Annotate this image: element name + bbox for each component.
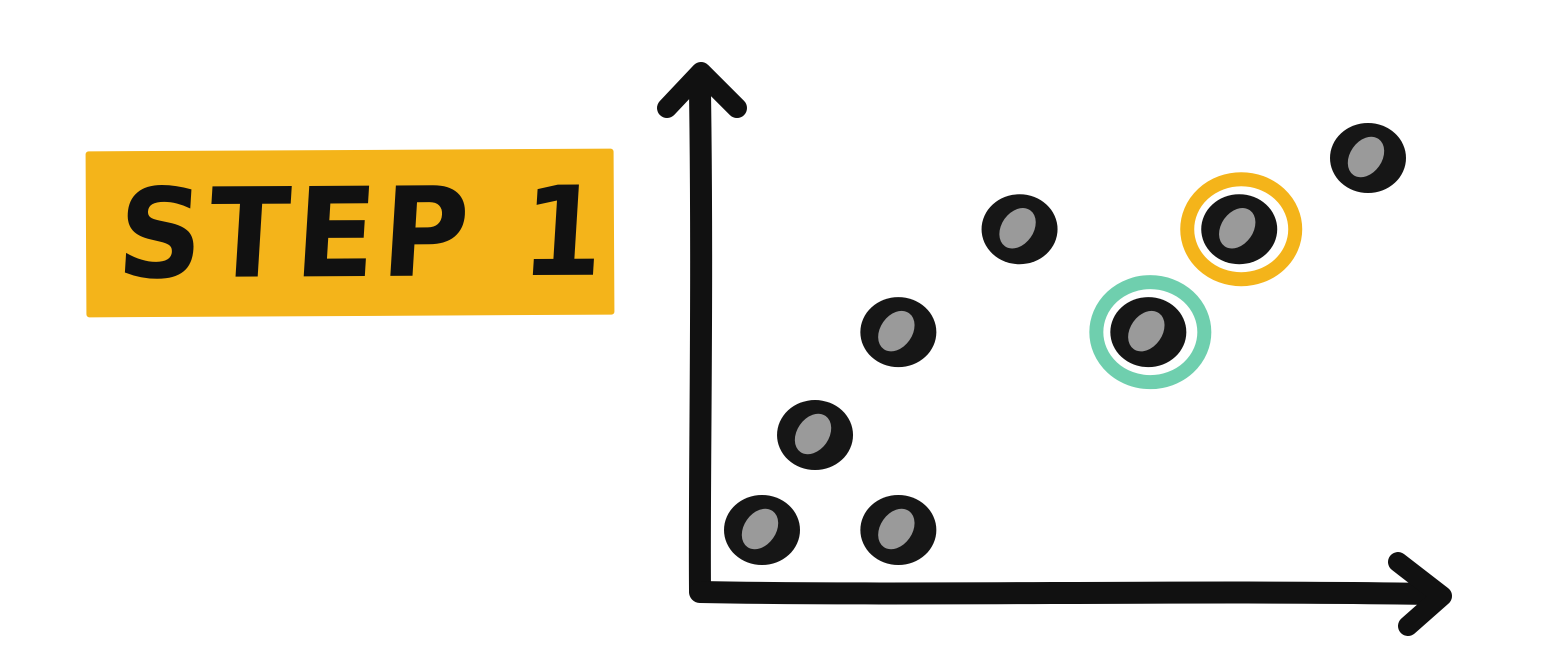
data-point-inner xyxy=(878,310,915,352)
data-point-inner xyxy=(878,508,915,550)
data-points xyxy=(724,123,1406,565)
data-point xyxy=(860,297,937,368)
data-point-inner xyxy=(794,413,832,455)
x-axis-line xyxy=(689,581,1443,605)
data-point xyxy=(1180,172,1303,287)
data-point-inner xyxy=(741,508,779,550)
data-point xyxy=(1089,275,1212,390)
y-axis-line xyxy=(688,81,713,601)
axes xyxy=(657,62,1452,636)
x-axis-arrowhead xyxy=(1388,552,1452,636)
data-point-inner xyxy=(1219,208,1256,249)
data-point-inner xyxy=(1128,310,1165,352)
data-point-inner xyxy=(999,208,1036,249)
green-highlight-ring xyxy=(1089,275,1212,390)
data-point xyxy=(981,194,1058,265)
data-point xyxy=(777,400,854,471)
orange-highlight-ring xyxy=(1180,172,1303,287)
data-point xyxy=(860,495,937,565)
data-point xyxy=(724,495,800,565)
data-point xyxy=(1330,123,1406,193)
data-point-inner xyxy=(1347,136,1385,178)
y-axis-arrowhead xyxy=(657,62,747,118)
